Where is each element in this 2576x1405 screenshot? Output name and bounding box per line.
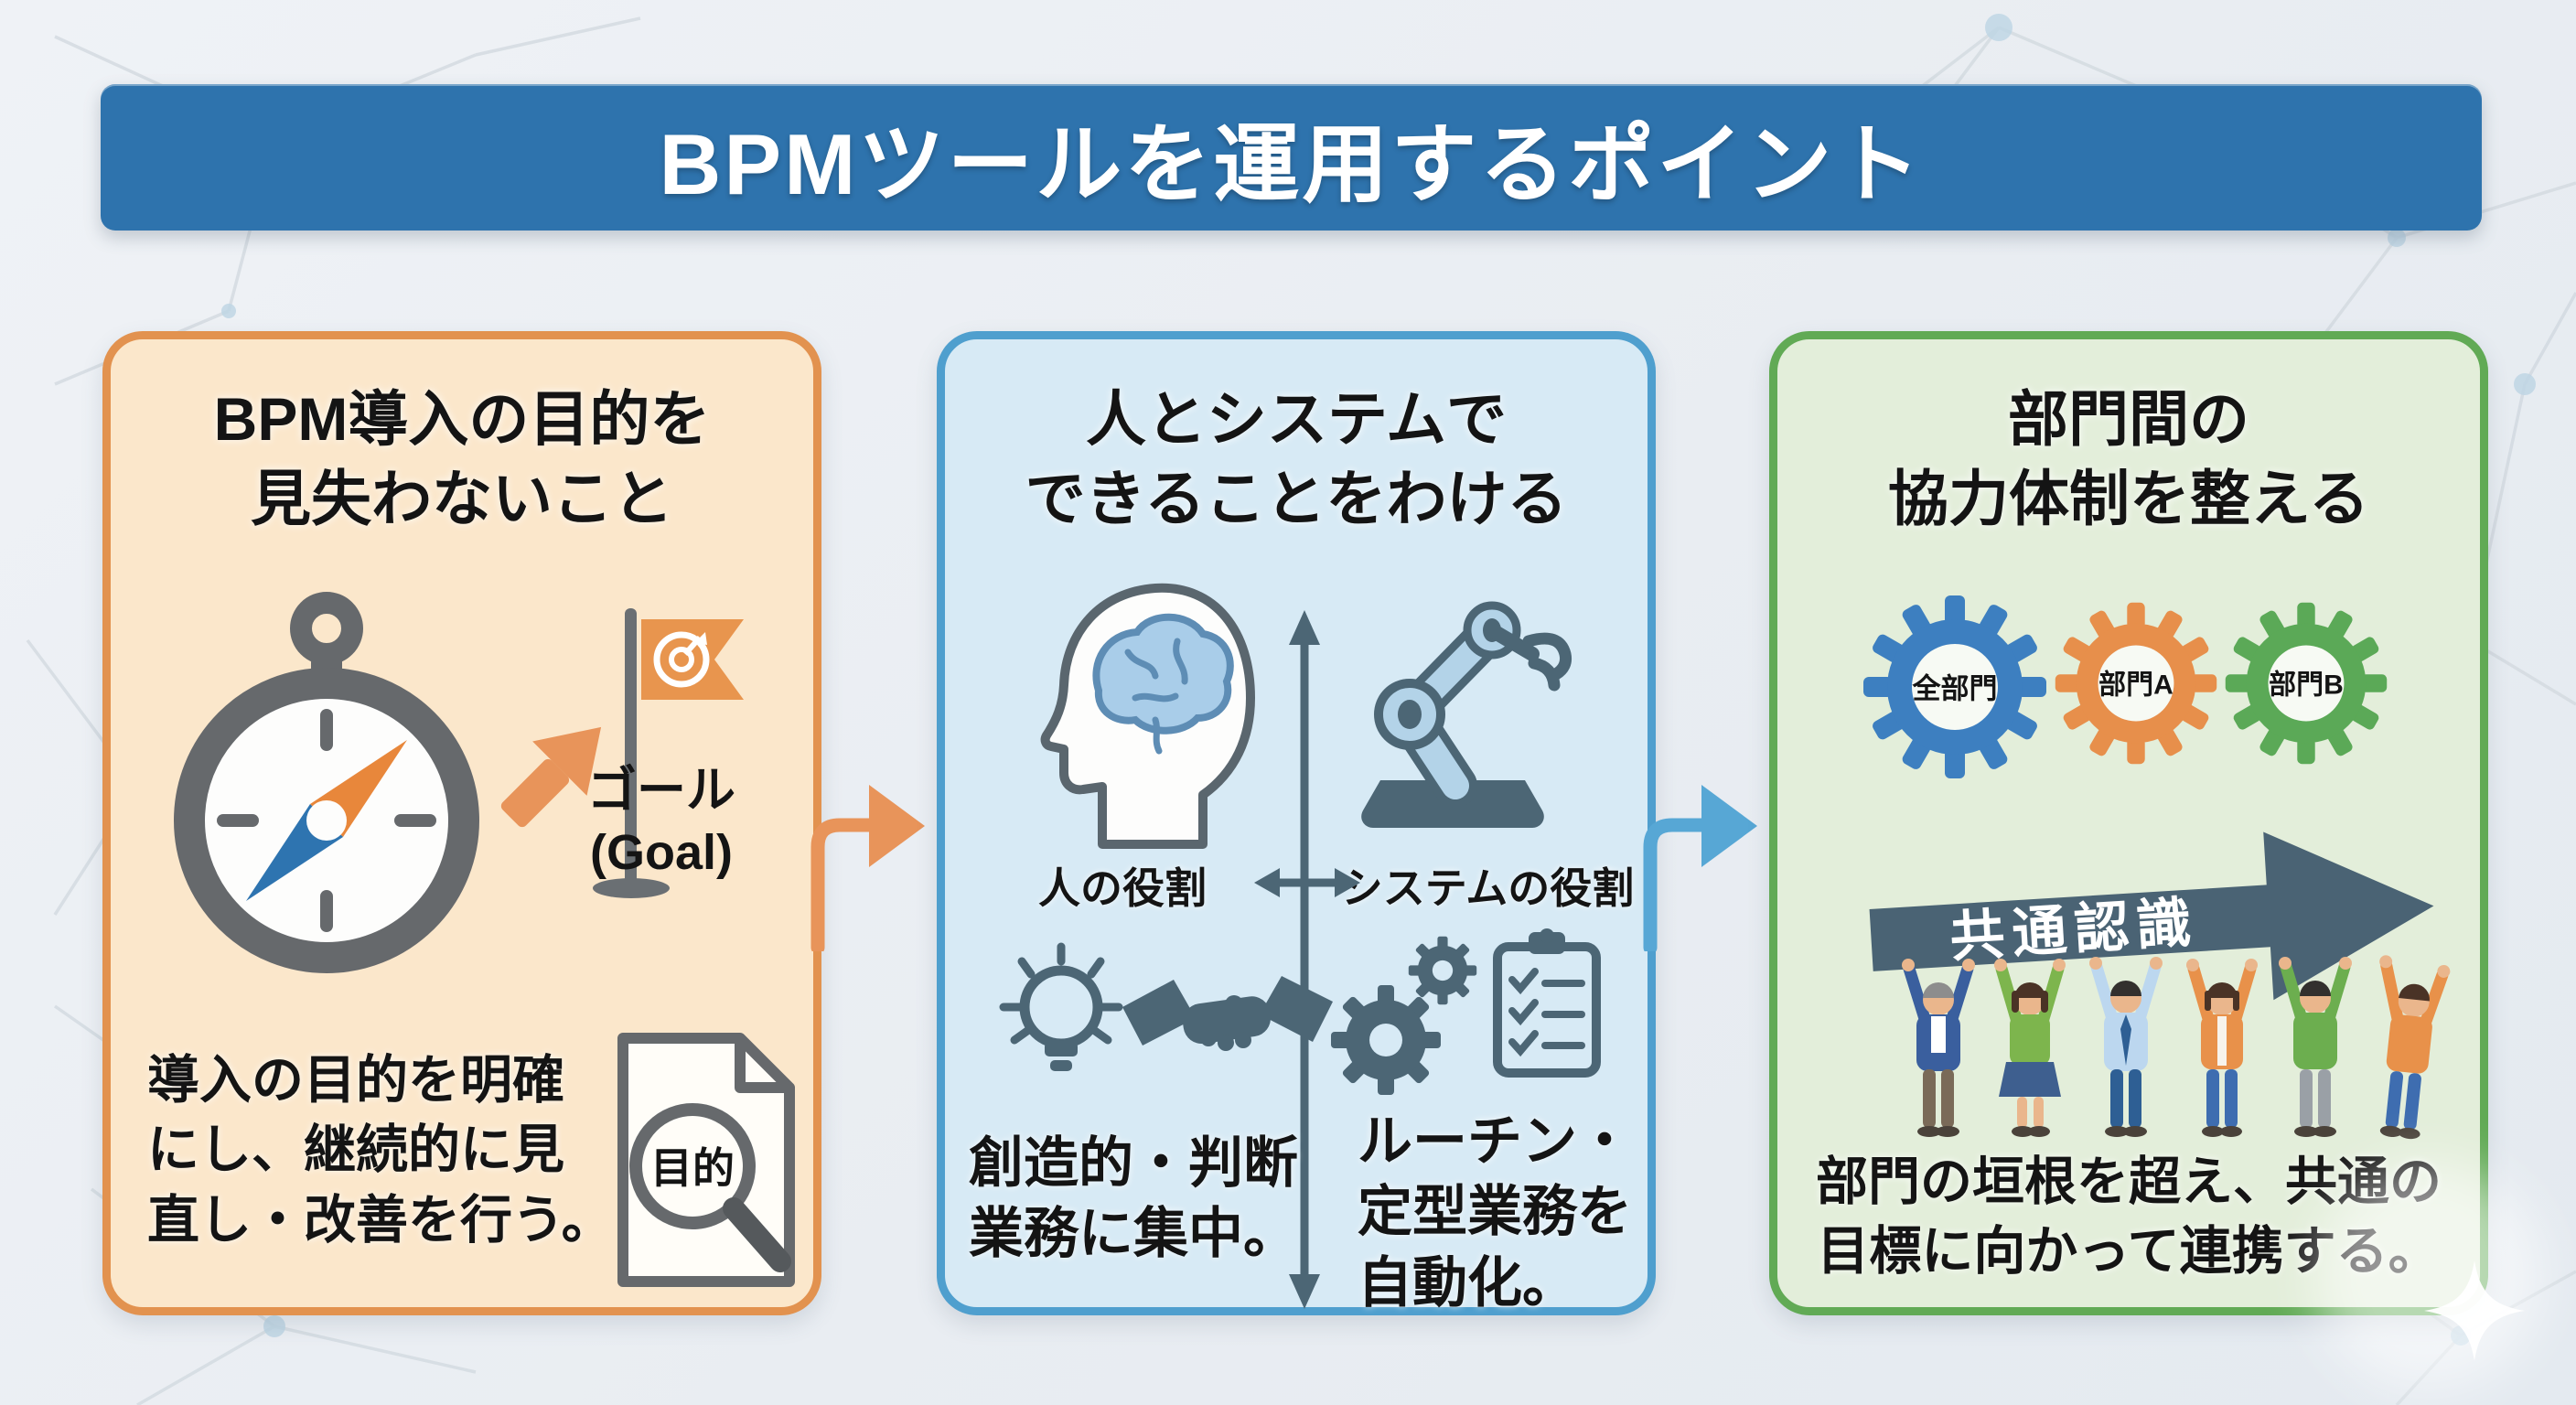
svg-text:共通認識: 共通認識	[1948, 892, 2201, 968]
human-task-description: 創造的・判断 業務に集中。	[969, 1132, 1298, 1265]
panel-purpose-heading: BPM導入の目的を 見失わないこと	[213, 385, 711, 533]
svg-text:目的: 目的	[650, 1144, 735, 1192]
goal-label: ゴール (Goal)	[587, 763, 735, 880]
panel-purpose: BPM導入の目的を 見失わないこと	[102, 331, 821, 1315]
panel-human-system: 人とシステムで できることをわける	[937, 331, 1656, 1315]
robot-arm-icon	[1361, 601, 1572, 828]
goal-flag-icon	[593, 608, 744, 898]
sparkle-glow	[2314, 1162, 2543, 1390]
arrow-up-right-icon	[500, 726, 602, 828]
person	[2089, 957, 2163, 1137]
person	[1994, 959, 2066, 1137]
gear-department-a: 部門A	[2055, 602, 2217, 765]
person	[2379, 955, 2451, 1140]
panel-cooperation: 部門間の 協力体制を整える	[1769, 331, 2488, 1315]
person	[2186, 959, 2258, 1137]
svg-text:全部門: 全部門	[1912, 673, 1998, 705]
system-task-description: ルーチン・ 定型業務を 自動化。	[1358, 1110, 1632, 1314]
brain-head-icon	[1040, 583, 1255, 849]
handshake-icon	[1122, 976, 1333, 1051]
connector-arrow-orange	[810, 785, 925, 951]
gears-icon	[1331, 936, 1477, 1095]
panel-human-system-heading: 人とシステムで できることをわける	[1025, 385, 1568, 533]
checklist-icon	[1493, 928, 1601, 1078]
people-group	[1902, 955, 2451, 1140]
sparkle-icon	[2424, 1260, 2525, 1361]
lightbulb-icon	[999, 942, 1123, 1071]
connector-arrow-blue	[1643, 785, 1757, 951]
system-role-label: システムの役割	[1340, 864, 1635, 912]
compass-icon	[174, 592, 479, 973]
panel-purpose-description: 導入の目的を明確 にし、継続的に見 直し・改善を行う。	[147, 1051, 614, 1249]
person	[1902, 959, 1975, 1137]
common-understanding-arrow: 共通認識	[1855, 790, 2453, 1055]
divider-arrow	[1289, 610, 1320, 1309]
swap-arrow-icon	[1254, 868, 1360, 897]
person	[2279, 957, 2352, 1137]
svg-text:部門A: 部門A	[2098, 669, 2174, 700]
gear-department-b: 部門B	[2225, 602, 2388, 765]
document-search-icon: 目的	[617, 1033, 795, 1287]
gear-all-departments: 全部門	[1863, 595, 2046, 778]
page-title: BPMツールを運用するポイント	[659, 116, 1924, 212]
panel-cooperation-heading: 部門間の 協力体制を整える	[1887, 385, 2370, 533]
svg-text:部門B: 部門B	[2269, 669, 2344, 700]
title-banner: BPMツールを運用するポイント	[101, 84, 2482, 231]
human-role-label: 人の役割	[1038, 864, 1207, 912]
